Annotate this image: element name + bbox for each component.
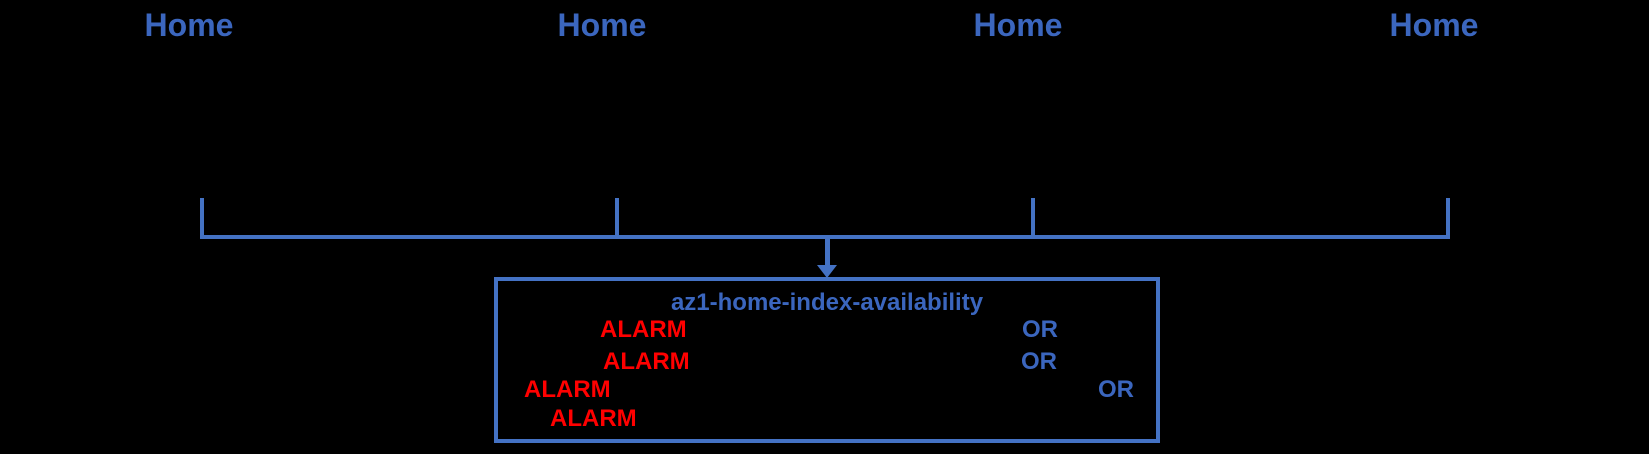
or-operator-1: OR <box>1022 316 1058 343</box>
home-node-label-1: Home <box>144 7 234 43</box>
alarm-status-4: ALARM <box>550 405 637 432</box>
or-operator-3: OR <box>1098 376 1134 403</box>
home-node-label-2: Home <box>557 7 647 43</box>
bracket-tick-3 <box>1031 198 1035 239</box>
aggregate-alarm-title: az1-home-index-availability <box>670 289 984 316</box>
or-operator-2: OR <box>1021 348 1057 375</box>
alarm-status-3: ALARM <box>524 376 611 403</box>
bracket-tick-4 <box>1446 198 1450 239</box>
bracket-tick-2 <box>615 198 619 239</box>
arrow-stem <box>825 235 830 267</box>
bracket-tick-1 <box>200 198 204 239</box>
aggregate-alarm-box <box>494 277 1160 443</box>
alarm-status-1: ALARM <box>600 316 687 343</box>
arrow-down-icon <box>817 265 837 278</box>
alarm-status-2: ALARM <box>603 348 690 375</box>
home-node-label-3: Home <box>973 7 1063 43</box>
home-node-label-4: Home <box>1389 7 1479 43</box>
